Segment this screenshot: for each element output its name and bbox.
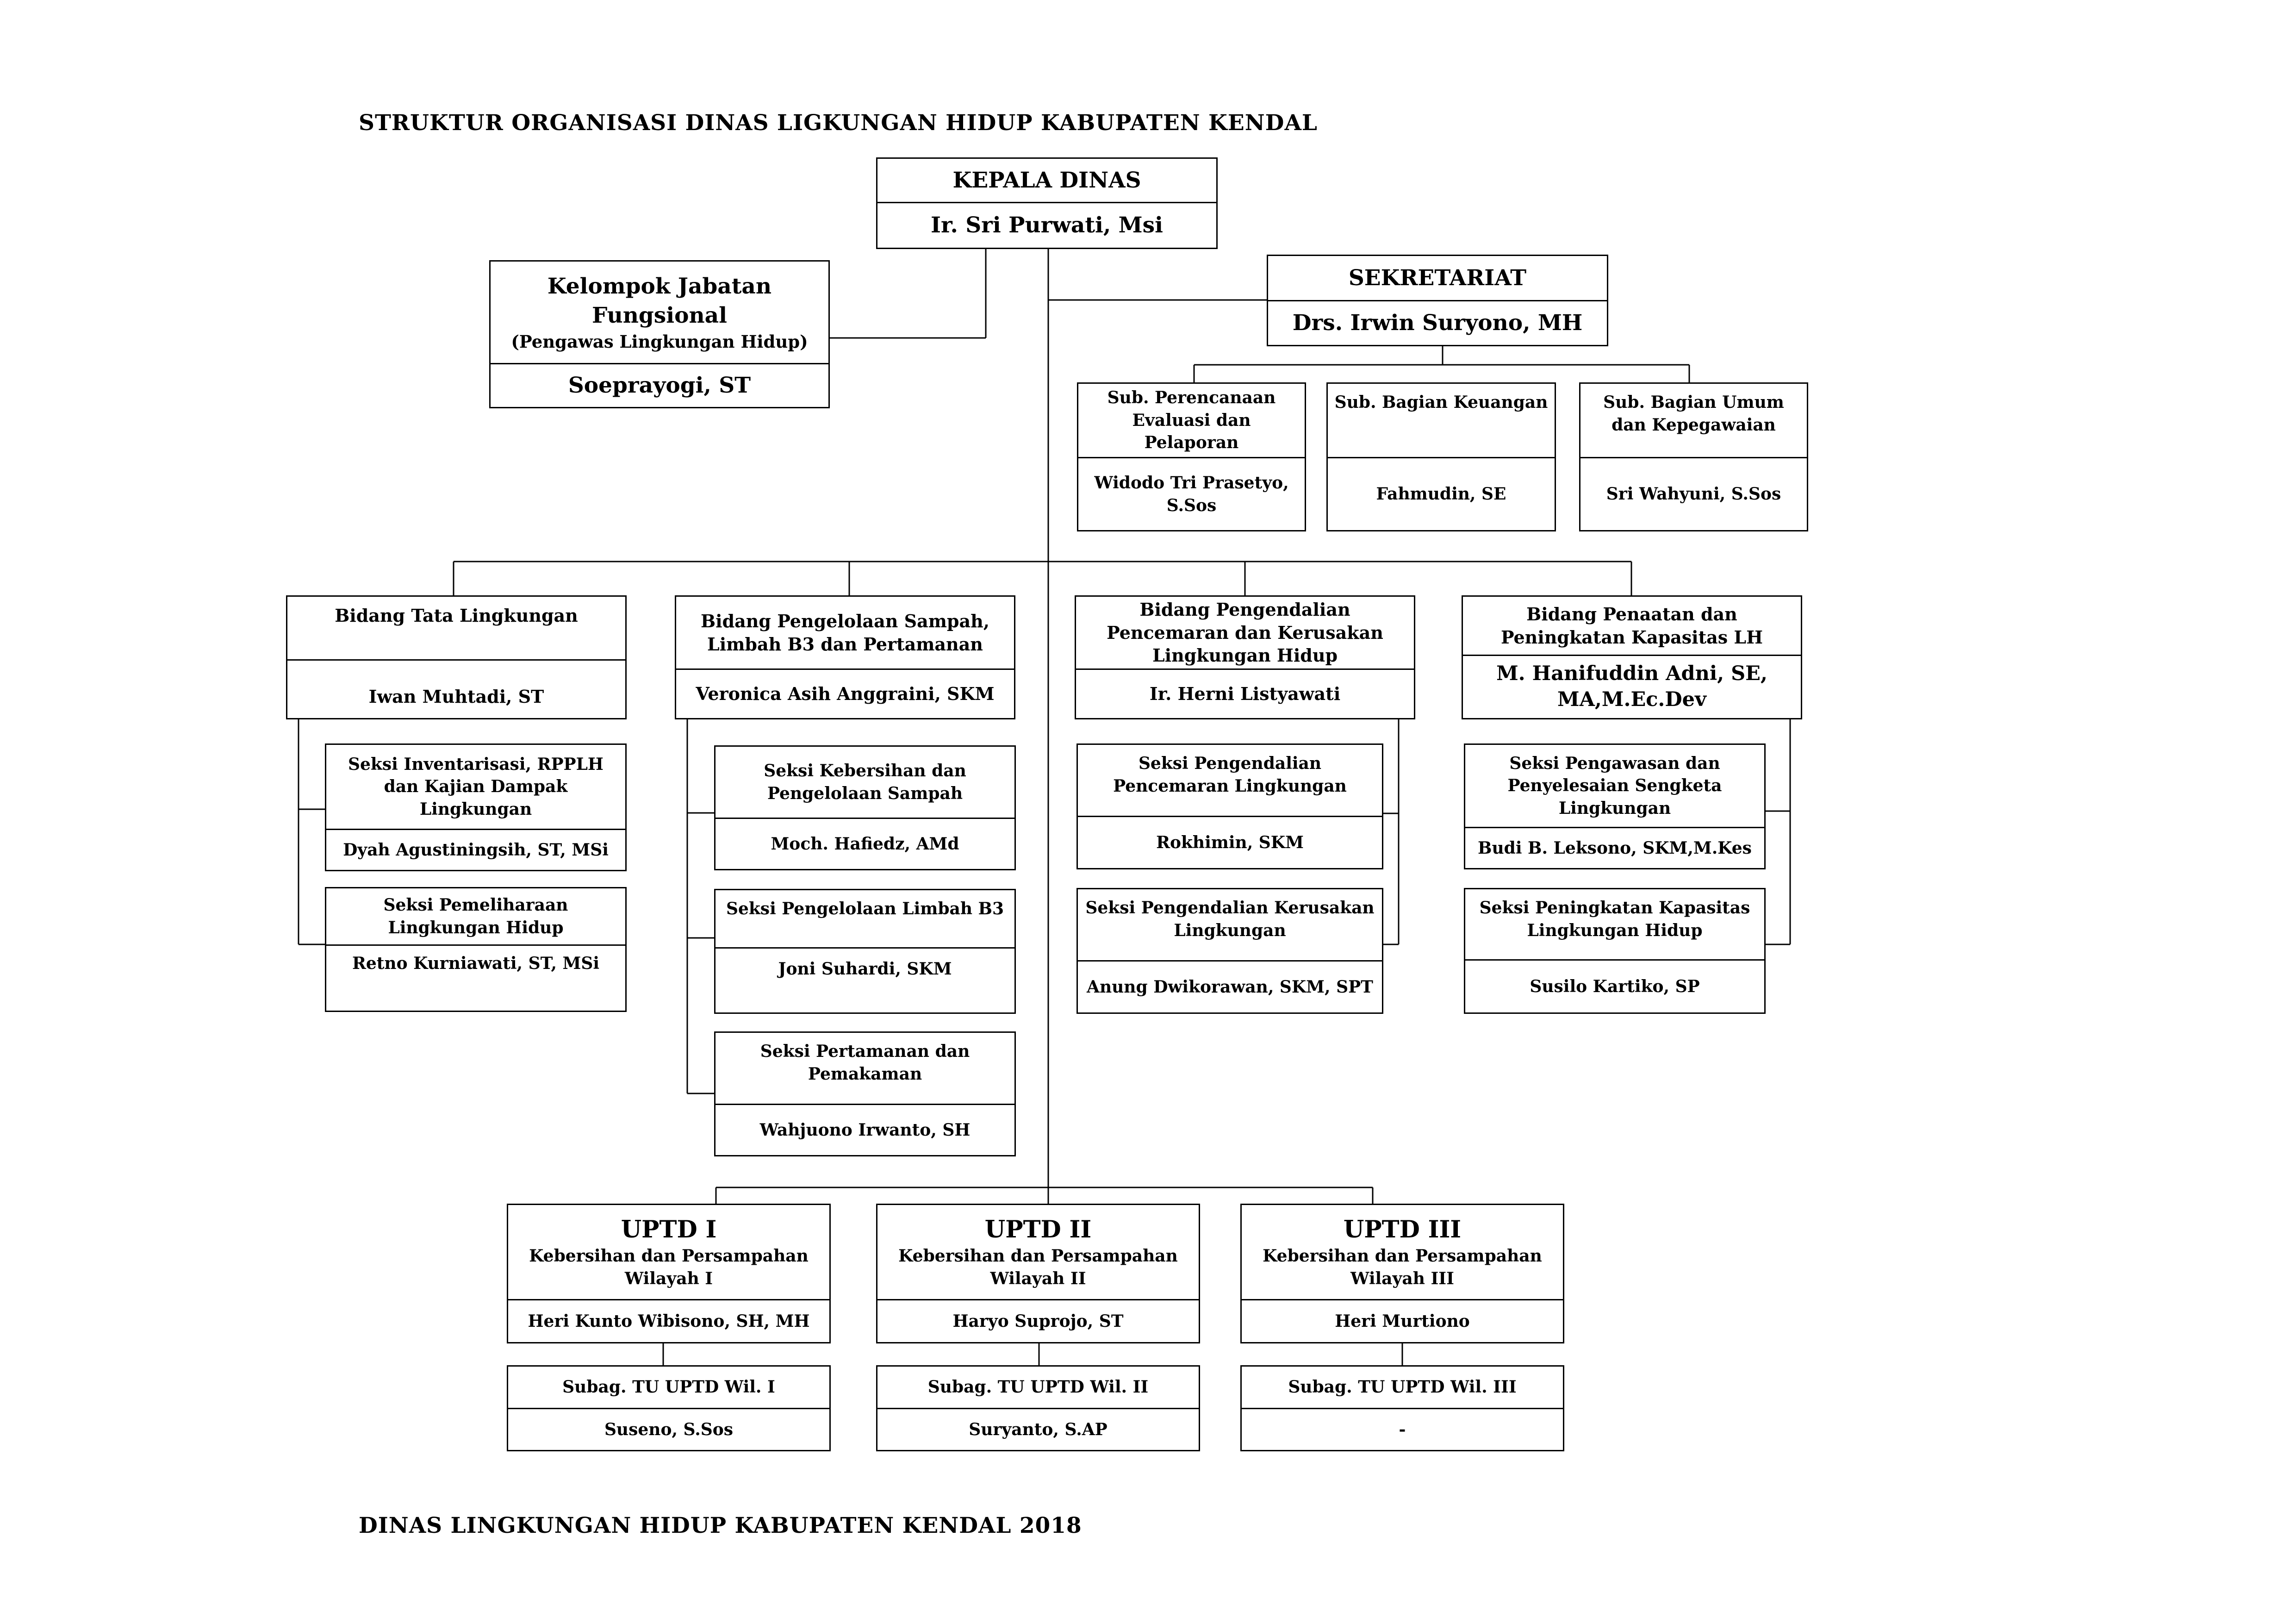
sekretariat-box: SEKRETARIAT Drs. Irwin Suryono, MH — [1267, 255, 1608, 346]
uptd-1-desc: Kebersihan dan Persampahan Wilayah I — [529, 1246, 809, 1288]
seksi-pencemaran-box: Seksi Pengendalian Pencemaran Lingkungan… — [1076, 743, 1383, 869]
subag-uptd-1-box: Subag. TU UPTD Wil. I Suseno, S.Sos — [507, 1365, 831, 1451]
subbag-keuangan-box: Sub. Bagian Keuangan Fahmudin, SE — [1326, 382, 1556, 531]
bidang-2-name: Veronica Asih Anggraini, SKM — [696, 683, 995, 705]
bidang-3-role: Bidang Pengendalian Pencemaran dan Kerus… — [1076, 597, 1414, 670]
seksi-1-1-role: Seksi Inventarisasi, RPPLH dan Kajian Da… — [326, 745, 625, 830]
seksi-2-3-name: Wahjuono Irwanto, SH — [759, 1120, 971, 1140]
footer-text: DINAS LINGKUNGAN HIDUP KABUPATEN KENDAL … — [359, 1513, 1082, 1538]
subag-uptd-1-role: Subag. TU UPTD Wil. I — [508, 1367, 829, 1409]
bidang-tata-lingkungan-box: Bidang Tata Lingkungan Iwan Muhtadi, ST — [286, 595, 627, 719]
seksi-pemeliharaan-box: Seksi Pemeliharaan Lingkungan Hidup Retn… — [325, 887, 627, 1012]
seksi-3-2-name: Anung Dwikorawan, SKM, SPT — [1087, 977, 1373, 997]
seksi-pengawasan-box: Seksi Pengawasan dan Penyelesaian Sengke… — [1464, 743, 1766, 869]
seksi-4-2-name: Susilo Kartiko, SP — [1530, 976, 1700, 996]
subbag-perencanaan-box: Sub. Perencanaan Evaluasi dan Pelaporan … — [1077, 382, 1306, 531]
seksi-2-1-role: Seksi Kebersihan dan Pengelolaan Sampah — [716, 747, 1014, 819]
uptd-1-name: Heri Kunto Wibisono, SH, MH — [528, 1311, 810, 1331]
seksi-limbah-b3-box: Seksi Pengelolaan Limbah B3 Joni Suhardi… — [714, 889, 1016, 1014]
seksi-3-2-role: Seksi Pengendalian Kerusakan Lingkungan — [1078, 889, 1382, 962]
uptd-1-title: UPTD I — [621, 1215, 717, 1243]
subbag-keuangan-name: Fahmudin, SE — [1376, 484, 1506, 504]
subag-uptd-3-name: - — [1399, 1419, 1406, 1439]
bidang-4-name: M. Hanifuddin Adni, SE, MA,M.Ec.Dev — [1496, 662, 1767, 711]
seksi-2-1-name: Moch. Hafiedz, AMd — [771, 834, 959, 854]
bidang-2-role: Bidang Pengelolaan Sampah, Limbah B3 dan… — [676, 597, 1014, 670]
bidang-4-role: Bidang Penaatan dan Peningkatan Kapasita… — [1463, 597, 1801, 656]
seksi-2-2-role: Seksi Pengelolaan Limbah B3 — [716, 890, 1014, 949]
kepala-name: Ir. Sri Purwati, Msi — [931, 212, 1163, 238]
subag-uptd-2-role: Subag. TU UPTD Wil. II — [877, 1367, 1199, 1409]
sekretariat-role: SEKRETARIAT — [1268, 256, 1607, 301]
subbag-umum-name: Sri Wahyuni, S.Sos — [1606, 484, 1781, 504]
seksi-4-1-name: Budi B. Leksono, SKM,M.Kes — [1478, 838, 1752, 858]
bidang-pengendalian-box: Bidang Pengendalian Pencemaran dan Kerus… — [1075, 595, 1415, 719]
subag-uptd-3-role: Subag. TU UPTD Wil. III — [1242, 1367, 1563, 1409]
subbag-perencanaan-role: Sub. Perencanaan Evaluasi dan Pelaporan — [1078, 384, 1305, 458]
seksi-2-2-name: Joni Suhardi, SKM — [778, 959, 952, 979]
bidang-1-role: Bidang Tata Lingkungan — [287, 597, 625, 661]
subbag-keuangan-role: Sub. Bagian Keuangan — [1328, 384, 1555, 458]
sekretariat-name: Drs. Irwin Suryono, MH — [1292, 310, 1583, 336]
seksi-inventarisasi-box: Seksi Inventarisasi, RPPLH dan Kajian Da… — [325, 743, 627, 871]
seksi-1-2-role: Seksi Pemeliharaan Lingkungan Hidup — [326, 888, 625, 946]
bidang-1-name: Iwan Muhtadi, ST — [368, 686, 544, 707]
seksi-4-1-role: Seksi Pengawasan dan Penyelesaian Sengke… — [1465, 745, 1764, 828]
seksi-pertamanan-box: Seksi Pertamanan dan Pemakaman Wahjuono … — [714, 1031, 1016, 1156]
seksi-kebersihan-box: Seksi Kebersihan dan Pengelolaan Sampah … — [714, 745, 1016, 870]
seksi-2-3-role: Seksi Pertamanan dan Pemakaman — [716, 1033, 1014, 1105]
fungsional-box: Kelompok Jabatan Fungsional (Pengawas Li… — [489, 260, 830, 408]
bidang-3-name: Ir. Herni Listyawati — [1149, 683, 1341, 705]
subag-uptd-2-name: Suryanto, S.AP — [969, 1419, 1108, 1439]
uptd-2-title: UPTD II — [984, 1215, 1092, 1243]
fungsional-role-line2: Fungsional — [592, 303, 727, 329]
subbag-umum-role: Sub. Bagian Umum dan Kepegawaian — [1580, 384, 1807, 458]
bidang-pengelolaan-sampah-box: Bidang Pengelolaan Sampah, Limbah B3 dan… — [675, 595, 1015, 719]
subbag-perencanaan-name: Widodo Tri Prasetyo, S.Sos — [1094, 473, 1289, 515]
uptd-1-box: UPTD I Kebersihan dan Persampahan Wilaya… — [507, 1204, 831, 1343]
uptd-3-title: UPTD III — [1343, 1215, 1462, 1243]
seksi-4-2-role: Seksi Peningkatan Kapasitas Lingkungan H… — [1465, 889, 1764, 961]
seksi-peningkatan-box: Seksi Peningkatan Kapasitas Lingkungan H… — [1464, 888, 1766, 1014]
seksi-1-1-name: Dyah Agustiningsih, ST, MSi — [343, 840, 609, 860]
subbag-umum-box: Sub. Bagian Umum dan Kepegawaian Sri Wah… — [1579, 382, 1808, 531]
uptd-2-desc: Kebersihan dan Persampahan Wilayah II — [898, 1246, 1178, 1288]
uptd-3-name: Heri Murtiono — [1335, 1311, 1470, 1331]
subag-uptd-2-box: Subag. TU UPTD Wil. II Suryanto, S.AP — [876, 1365, 1200, 1451]
seksi-3-1-role: Seksi Pengendalian Pencemaran Lingkungan — [1078, 745, 1382, 817]
kepala-dinas-box: KEPALA DINAS Ir. Sri Purwati, Msi — [876, 157, 1218, 249]
subag-uptd-3-box: Subag. TU UPTD Wil. III - — [1240, 1365, 1564, 1451]
bidang-penaatan-box: Bidang Penaatan dan Peningkatan Kapasita… — [1462, 595, 1802, 719]
seksi-1-2-name: Retno Kurniawati, ST, MSi — [352, 954, 600, 973]
seksi-kerusakan-box: Seksi Pengendalian Kerusakan Lingkungan … — [1076, 888, 1383, 1014]
uptd-2-box: UPTD II Kebersihan dan Persampahan Wilay… — [876, 1204, 1200, 1343]
subag-uptd-1-name: Suseno, S.Sos — [604, 1419, 734, 1439]
fungsional-name: Soeprayogi, ST — [568, 373, 751, 399]
uptd-3-desc: Kebersihan dan Persampahan Wilayah III — [1263, 1246, 1542, 1288]
uptd-2-name: Haryo Suprojo, ST — [952, 1311, 1124, 1331]
uptd-3-box: UPTD III Kebersihan dan Persampahan Wila… — [1240, 1204, 1564, 1343]
fungsional-role-line1: Kelompok Jabatan — [547, 274, 772, 300]
kepala-role: KEPALA DINAS — [877, 159, 1216, 203]
seksi-3-1-name: Rokhimin, SKM — [1156, 832, 1304, 852]
page-title: STRUKTUR ORGANISASI DINAS LIGKUNGAN HIDU… — [359, 110, 1318, 136]
fungsional-role-sub: (Pengawas Lingkungan Hidup) — [511, 331, 808, 352]
